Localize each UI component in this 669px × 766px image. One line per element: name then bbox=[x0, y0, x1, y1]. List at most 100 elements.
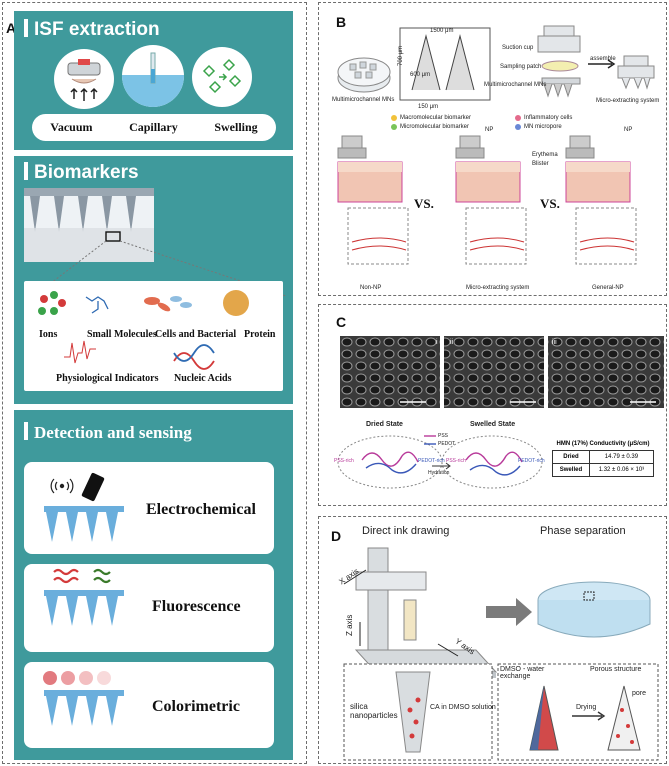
isf-section: ISF extraction Vacuu bbox=[14, 11, 293, 150]
chain-pss-2: PSS-rich bbox=[446, 458, 466, 464]
panel-b-illustration bbox=[337, 25, 655, 265]
direct-ink-title: Direct ink drawing bbox=[362, 525, 450, 537]
dim-600: 600 μm bbox=[410, 72, 431, 78]
state-swelled: Swelled State bbox=[470, 421, 516, 428]
chain-pedot-2: PEDOT-rich bbox=[518, 458, 545, 464]
biomarker-nucleic-acids: Nucleic Acids bbox=[174, 373, 232, 384]
isf-title: ISF extraction bbox=[24, 19, 160, 41]
dim-1500: 1500 μm bbox=[430, 28, 454, 34]
np-label-2: NP bbox=[624, 127, 633, 133]
panel-a bbox=[2, 2, 307, 764]
legend-blister: Blister bbox=[532, 161, 549, 167]
fluorescence-icon bbox=[53, 568, 111, 584]
biomarker-ions: Ions bbox=[39, 329, 58, 340]
protein-icon bbox=[223, 290, 249, 316]
state-dried: Dried State bbox=[366, 421, 403, 428]
np-label-1: NP bbox=[485, 127, 494, 133]
phone-icon bbox=[81, 472, 105, 502]
legend-macro: Macromolecular biomarker bbox=[400, 115, 472, 121]
panel-d-illustration bbox=[343, 547, 659, 761]
card-fluorescence bbox=[24, 564, 274, 652]
skin-block-1 bbox=[337, 135, 409, 265]
ca-dmso-label: CA in DMSO solution bbox=[430, 704, 496, 711]
sem-label-ii: ii bbox=[450, 339, 454, 346]
mol-pss: PSS bbox=[438, 433, 449, 439]
biomarker-cells: Cells and Bacterial bbox=[155, 329, 237, 340]
biomarkers-title: Biomarkers bbox=[24, 162, 139, 184]
label-assemble: assemble bbox=[590, 56, 616, 62]
physiological-icon bbox=[64, 340, 96, 364]
cells-icon bbox=[144, 296, 192, 312]
panel-b-letter: B bbox=[336, 14, 347, 30]
method-swelling: Swelling bbox=[214, 120, 258, 134]
label-patch: Sampling patch bbox=[500, 64, 542, 70]
pore-label: pore bbox=[632, 690, 647, 697]
dim-700: 700 μm bbox=[398, 45, 404, 66]
nucleic-acid-icon bbox=[173, 344, 215, 370]
legend-micro: Micromolecular biomarker bbox=[400, 124, 470, 130]
microneedle-icon-1 bbox=[44, 506, 124, 542]
label-mn: Multimicrochannel MNs bbox=[332, 97, 395, 103]
wifi-icon bbox=[50, 478, 74, 494]
biomarker-small-molecules: Small Molecules bbox=[87, 329, 157, 340]
drying-label: Drying bbox=[576, 704, 597, 711]
vs-label-2: VS. bbox=[540, 196, 560, 211]
panel-c-letter: C bbox=[336, 314, 347, 330]
silica-label: silica nanoparticles bbox=[350, 702, 398, 720]
dim-150: 150 μm bbox=[418, 104, 439, 110]
chain-pss-1: PSS-rich bbox=[334, 458, 354, 464]
panel-c bbox=[318, 304, 667, 506]
sem-label-i: i bbox=[436, 339, 438, 346]
vs-label-1: VS. bbox=[414, 196, 434, 211]
swelling-circle bbox=[192, 47, 252, 107]
biomarker-icons bbox=[38, 290, 249, 370]
caption-general-np: General-NP bbox=[592, 285, 624, 291]
mol-pedot: PEDOT bbox=[438, 441, 456, 447]
microneedle-icon-2 bbox=[44, 590, 124, 626]
biomarker-physiological: Physiological Indicators bbox=[56, 373, 159, 384]
ions-icon bbox=[38, 291, 66, 315]
skin-block-2 bbox=[455, 135, 527, 265]
skin-block-3 bbox=[565, 135, 637, 265]
label-system: Micro-extracting system bbox=[596, 98, 660, 104]
biomarker-protein: Protein bbox=[244, 329, 276, 340]
table-row-dried-label: Dried bbox=[552, 450, 590, 464]
z-axis-label: Z axis bbox=[345, 614, 354, 636]
vacuum-circle bbox=[54, 49, 114, 109]
table-header: HMN (17%) Conductivity (μS/cm) bbox=[556, 441, 650, 447]
table-row-swelled-label: Swelled bbox=[552, 463, 590, 477]
detection-icons bbox=[43, 472, 124, 726]
legend-micropore: MN micropore bbox=[524, 124, 562, 130]
biomarkers-section: Biomarkers Ions Small Molecules Cells an… bbox=[14, 156, 293, 404]
capillary-circle bbox=[122, 45, 184, 107]
caption-micro: Micro-extracting system bbox=[466, 285, 530, 291]
capillary-icon bbox=[122, 52, 184, 107]
phase-separation-title: Phase separation bbox=[540, 525, 626, 537]
isf-methods-pill: Vacuum Capillary Swelling bbox=[32, 114, 276, 141]
caption-non-np: Non-NP bbox=[360, 285, 382, 291]
panel-a-letter: A bbox=[6, 20, 17, 36]
sem-images bbox=[340, 336, 664, 408]
method-capillary: Capillary bbox=[129, 120, 178, 134]
color-dots-icon bbox=[43, 671, 111, 685]
vacuum-icon bbox=[67, 59, 101, 101]
dmso-water-label: DMSO - water exchange bbox=[500, 666, 545, 680]
legend-inflammatory: Inflammatory cells bbox=[524, 115, 573, 121]
label-suction: Suction cup bbox=[502, 45, 534, 51]
microneedle-icon-3 bbox=[44, 690, 124, 726]
sem-label-iii: iii bbox=[552, 339, 557, 346]
small-molecule-icon bbox=[85, 296, 109, 314]
porous-label: Porous structure bbox=[590, 666, 642, 673]
swelling-icon bbox=[202, 58, 242, 94]
method-vacuum: Vacuum bbox=[50, 120, 93, 134]
legend-erythema: Erythema bbox=[532, 152, 558, 158]
table-row-dried-value: 14.79 ± 0.39 bbox=[588, 450, 655, 464]
detection-title: Detection and sensing bbox=[24, 422, 192, 443]
table-row-swelled-value: 1.32 ± 0.06 × 10³ bbox=[588, 463, 655, 477]
label-mn2: Multimicrochannel MNs bbox=[484, 82, 547, 88]
polymer-states-illustration bbox=[337, 435, 543, 489]
detection-section: Detection and sensing Electrochemical Fl… bbox=[14, 410, 293, 760]
detection-electrochemical: Electrochemical bbox=[146, 501, 256, 518]
